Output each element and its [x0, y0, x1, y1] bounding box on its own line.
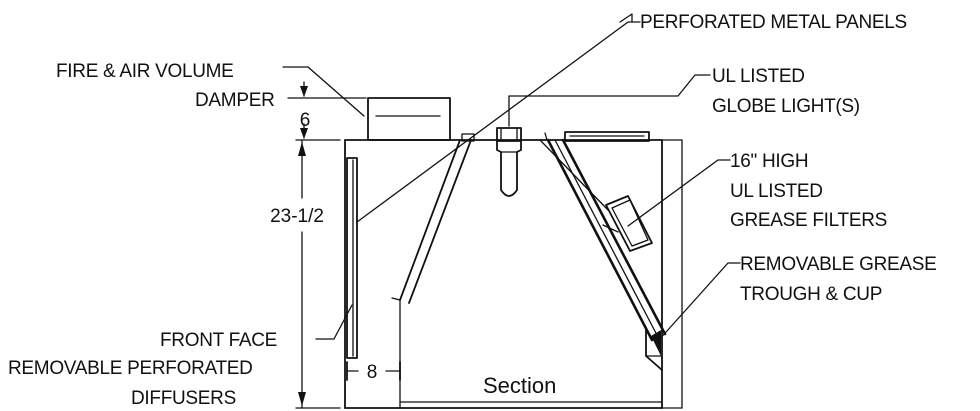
leader-front-face — [315, 304, 353, 340]
inner-baffle — [391, 133, 475, 304]
leader-perforated-panels-line — [356, 21, 641, 223]
label-fire-air-volume: FIRE & AIR VOLUME — [56, 61, 234, 82]
exhaust-collar — [564, 131, 650, 142]
leader-globe-light — [508, 74, 711, 127]
label-16-high: 16" HIGH — [730, 151, 808, 172]
leader-grease-filters — [627, 159, 731, 227]
label-removable-grease: REMOVABLE GREASE — [740, 254, 937, 275]
dim-damper-height-label: 6 — [300, 110, 311, 131]
dim-front-depth-label: 8 — [367, 362, 378, 383]
label-grease-filters: GREASE FILTERS — [730, 210, 887, 231]
hood-body — [344, 139, 683, 409]
label-damper: DAMPER — [195, 90, 275, 111]
front-diffuser-panel — [346, 157, 358, 359]
leader-perforated-panels — [619, 13, 633, 23]
dim-damper-height — [287, 81, 367, 139]
dim-hood-height-label: 23-1/2 — [270, 206, 324, 227]
label-trough-cup: TROUGH & CUP — [740, 284, 882, 305]
label-perforated-metal-panels: PERFORATED METAL PANELS — [640, 12, 907, 33]
leader-damper — [282, 66, 365, 117]
dim-front-depth-ticks — [346, 361, 401, 381]
globe-light — [496, 127, 522, 197]
label-removable-perforated: REMOVABLE PERFORATED — [8, 358, 253, 379]
label-ul-listed-globe: UL LISTED — [712, 66, 805, 87]
label-front-face: FRONT FACE — [160, 330, 277, 351]
dim-hood-height — [295, 139, 341, 409]
grease-trough — [645, 329, 663, 371]
damper-box — [367, 97, 451, 141]
label-diffusers: DIFFUSERS — [131, 388, 236, 409]
leader-grease-trough — [657, 262, 741, 342]
label-globe-lights: GLOBE LIGHT(S) — [712, 96, 860, 117]
caption-section: Section — [483, 373, 556, 398]
grease-filter — [546, 138, 667, 342]
label-ul-listed-filters: UL LISTED — [730, 181, 823, 202]
